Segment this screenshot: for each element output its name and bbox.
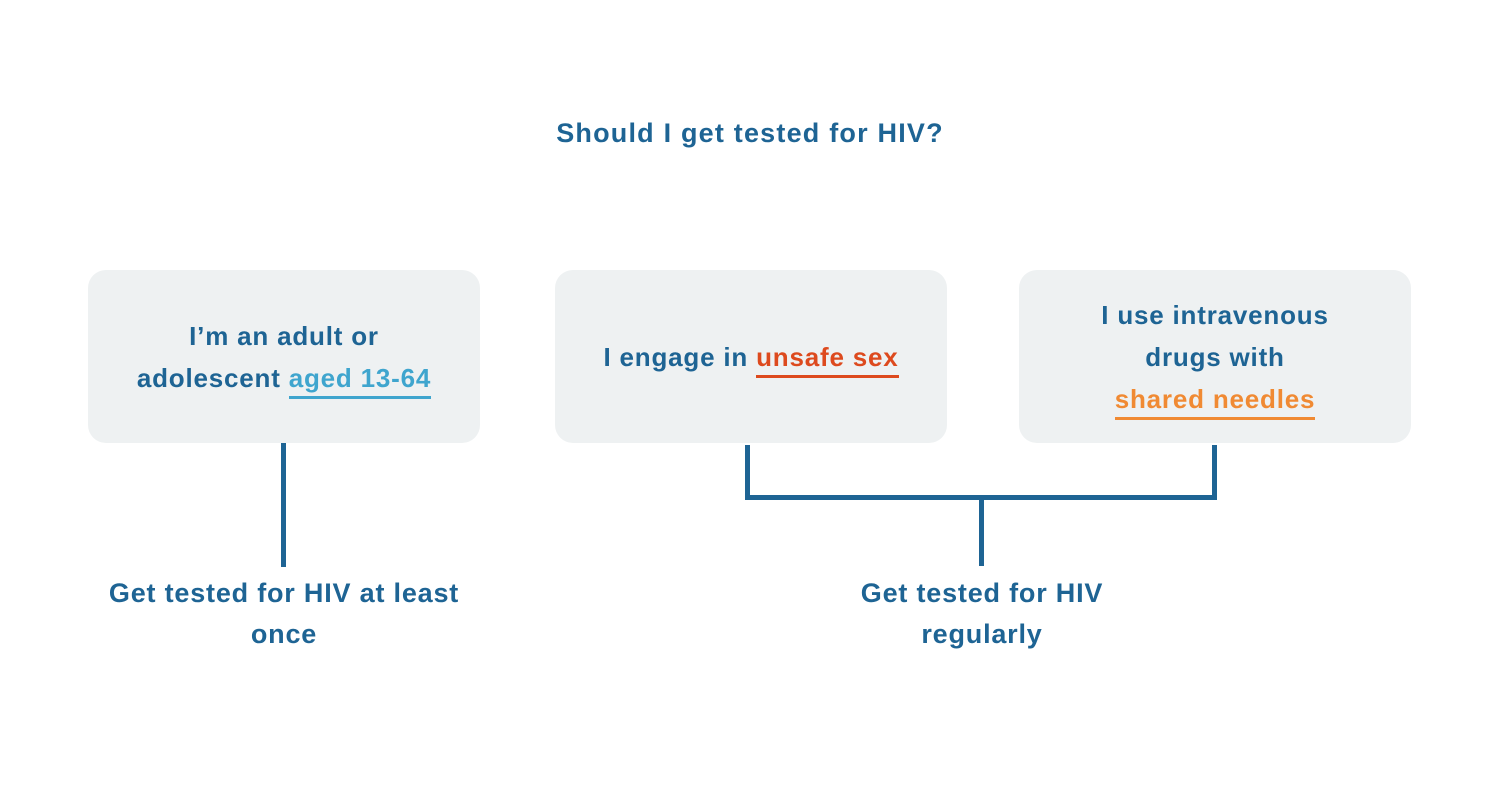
condition-text-plain: I engage in <box>603 341 757 372</box>
condition-box-adult-adolescent: I’m an adult or adolescent aged 13-64 <box>88 270 480 443</box>
connector-line-left <box>281 443 286 567</box>
condition-box-intravenous-drugs: I use intravenous drugs with shared need… <box>1019 270 1411 443</box>
condition-text: I use intravenous drugs with shared need… <box>1064 294 1366 420</box>
aged-13-64-link[interactable]: aged 13-64 <box>288 361 432 399</box>
connector-bracket-stem <box>979 500 984 566</box>
outcome-tested-regularly: Get tested for HIV regularly <box>860 578 1104 649</box>
condition-text: I engage in unsafe sex <box>603 336 899 378</box>
condition-text-plain: I’m an adult or adolescent <box>136 320 379 393</box>
condition-box-unsafe-sex: I engage in unsafe sex <box>555 270 947 443</box>
connector-bracket-bar <box>745 495 1217 500</box>
shared-needles-link[interactable]: shared needles <box>1114 382 1316 420</box>
unsafe-sex-link[interactable]: unsafe sex <box>756 340 899 378</box>
outcome-tested-once: Get tested for HIV at least once <box>108 578 460 649</box>
page-title: Should I get tested for HIV? <box>556 118 944 148</box>
connector-bracket-right <box>1212 445 1217 500</box>
condition-text-plain: I use intravenous drugs with <box>1101 299 1329 372</box>
connector-bracket-left <box>745 445 750 500</box>
condition-text: I’m an adult or adolescent aged 13-64 <box>116 315 452 399</box>
